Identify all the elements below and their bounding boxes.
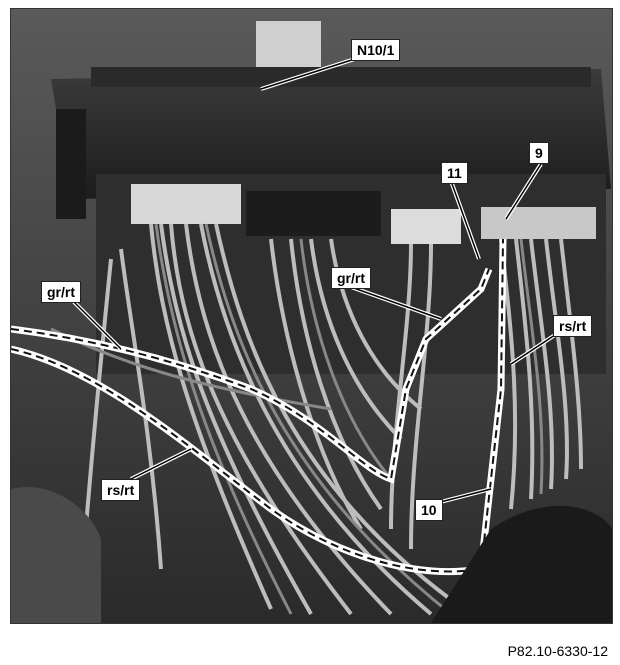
label-rs-rt-left: rs/rt xyxy=(101,479,141,501)
label-10: 10 xyxy=(415,499,443,521)
label-n10-1: N10/1 xyxy=(351,39,401,61)
connector-11 xyxy=(391,209,461,244)
label-rs-rt-right: rs/rt xyxy=(553,315,593,337)
label-gr-rt-middle: gr/rt xyxy=(331,267,371,289)
control-unit-housing xyxy=(51,69,611,199)
connector-9 xyxy=(481,207,596,239)
connector-black xyxy=(246,191,381,236)
photo-frame: N10/1 9 11 gr/rt gr/rt rs/rt rs/rt 10 xyxy=(10,8,613,624)
connector-left xyxy=(131,184,241,224)
label-11: 11 xyxy=(441,162,468,184)
label-9: 9 xyxy=(529,142,549,164)
label-gr-rt-left: gr/rt xyxy=(41,281,81,303)
figure-id: P82.10-6330-12 xyxy=(507,643,608,659)
wiring-photo xyxy=(11,9,612,623)
upper-connector xyxy=(256,21,321,73)
